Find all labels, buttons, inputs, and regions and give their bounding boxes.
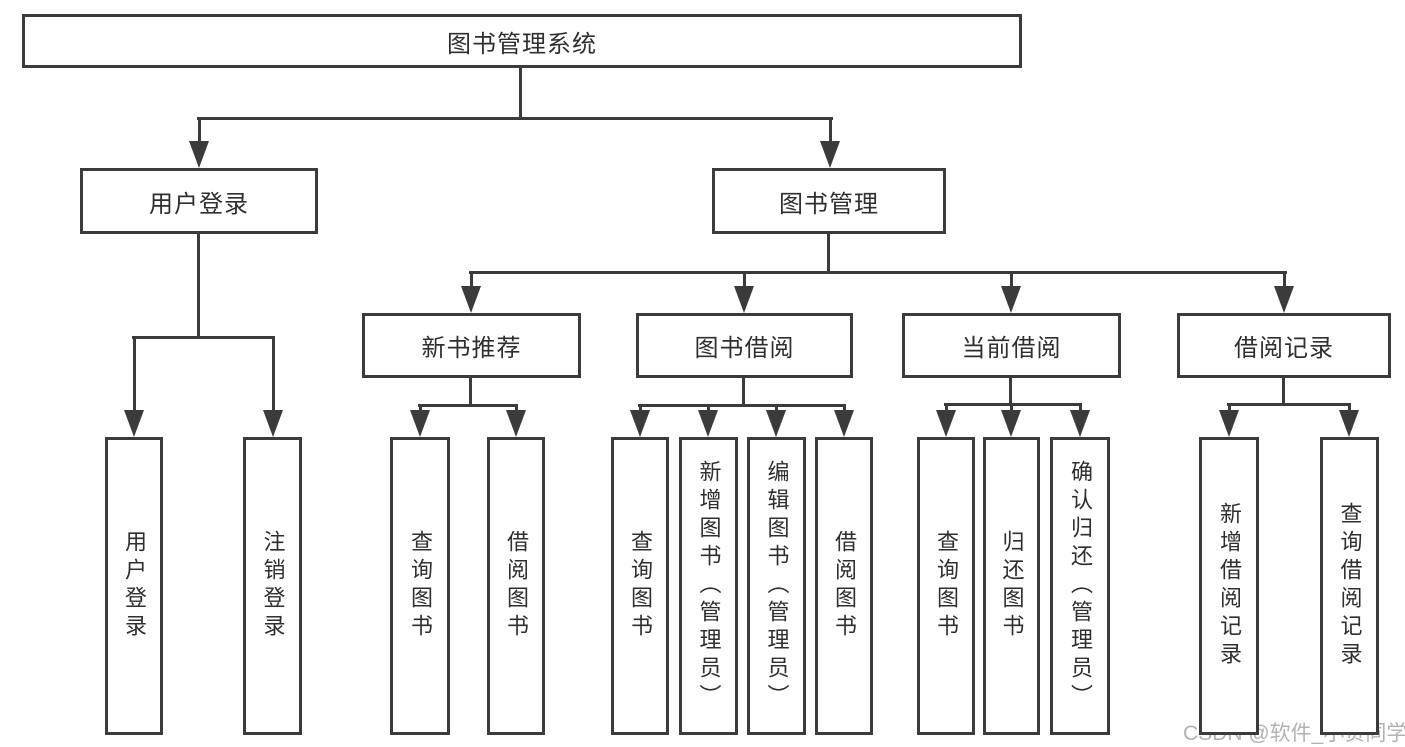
node-label: 图书借阅 bbox=[694, 335, 795, 362]
node-label: 借阅图书 bbox=[504, 530, 529, 642]
node-logout-leaf: 注销登录 bbox=[243, 437, 302, 735]
arrowhead-down-icon bbox=[734, 272, 754, 313]
node-current-borrowing: 当前借阅 bbox=[902, 313, 1121, 378]
node-label: 查询图书 bbox=[408, 530, 433, 642]
node-root-system: 图书管理系统 bbox=[22, 14, 1022, 68]
node-book-management: 图书管理 bbox=[712, 168, 946, 234]
connector-line bbox=[638, 404, 846, 407]
node-add-books-admin: 新增图书（管理员） bbox=[679, 437, 738, 735]
node-user-login: 用户登录 bbox=[80, 168, 318, 234]
arrowhead-down-icon bbox=[820, 118, 840, 168]
arrowhead-down-icon bbox=[936, 404, 956, 437]
connector-line bbox=[519, 66, 522, 120]
node-new-book-recommendation: 新书推荐 bbox=[362, 313, 581, 378]
node-query-books-borrow: 查询图书 bbox=[611, 437, 669, 735]
node-add-borrow-record: 新增借阅记录 bbox=[1199, 437, 1259, 735]
connector-line bbox=[742, 376, 745, 406]
node-label: 注销登录 bbox=[260, 530, 286, 642]
node-label: 归还图书 bbox=[999, 530, 1025, 642]
node-borrow-books-leaf: 借阅图书 bbox=[815, 437, 873, 735]
arrowhead-down-icon bbox=[766, 405, 786, 437]
node-label: 图书管理系统 bbox=[447, 30, 597, 58]
node-borrowing-records: 借阅记录 bbox=[1177, 313, 1391, 378]
arrowhead-down-icon bbox=[1001, 404, 1021, 437]
node-label: 编辑图书（管理员） bbox=[764, 460, 790, 712]
node-return-books: 归还图书 bbox=[983, 437, 1040, 735]
node-label: 用户登录 bbox=[122, 530, 147, 642]
arrowhead-down-icon bbox=[263, 337, 283, 437]
node-label: 新增借阅记录 bbox=[1217, 502, 1242, 670]
arrowhead-down-icon bbox=[630, 405, 650, 437]
connector-line bbox=[944, 403, 1082, 406]
node-label: 借阅图书 bbox=[832, 530, 857, 642]
arrowhead-down-icon bbox=[461, 272, 481, 313]
node-label: 用户登录 bbox=[149, 190, 249, 218]
arrowhead-down-icon bbox=[189, 118, 209, 168]
arrowhead-down-icon bbox=[834, 405, 854, 437]
node-label: 查询图书 bbox=[934, 530, 959, 642]
connector-line bbox=[132, 336, 275, 339]
connector-line bbox=[1227, 403, 1351, 406]
node-label: 图书管理 bbox=[779, 190, 879, 218]
arrowhead-down-icon bbox=[1339, 404, 1359, 437]
connector-line bbox=[418, 404, 518, 407]
arrowhead-down-icon bbox=[698, 405, 718, 437]
arrowhead-down-icon bbox=[1219, 404, 1239, 437]
arrowhead-down-icon bbox=[124, 337, 144, 437]
node-label: 借阅记录 bbox=[1234, 335, 1334, 362]
connector-line bbox=[1282, 376, 1285, 405]
arrowhead-down-icon bbox=[506, 405, 526, 437]
node-edit-books-admin: 编辑图书（管理员） bbox=[747, 437, 806, 735]
node-query-books-current: 查询图书 bbox=[917, 437, 975, 735]
arrowhead-down-icon bbox=[1070, 404, 1090, 437]
node-borrow-books-recommend: 借阅图书 bbox=[487, 437, 545, 735]
node-label: 确认归还（管理员） bbox=[1068, 460, 1093, 712]
arrowhead-down-icon bbox=[410, 405, 430, 437]
connector-line bbox=[469, 271, 1287, 274]
connector-line bbox=[1009, 376, 1012, 405]
node-label: 查询借阅记录 bbox=[1337, 502, 1363, 670]
node-book-borrowing: 图书借阅 bbox=[636, 313, 853, 378]
arrowhead-down-icon bbox=[1274, 272, 1294, 313]
node-query-borrow-record: 查询借阅记录 bbox=[1320, 437, 1379, 735]
node-label: 查询图书 bbox=[628, 530, 653, 642]
node-query-books-recommend: 查询图书 bbox=[390, 437, 450, 735]
node-label: 新增图书（管理员） bbox=[696, 460, 722, 712]
connector-line bbox=[197, 117, 833, 120]
connector-line bbox=[197, 232, 200, 338]
node-confirm-return-admin: 确认归还（管理员） bbox=[1050, 437, 1110, 735]
arrowhead-down-icon bbox=[1001, 272, 1021, 313]
node-label: 当前借阅 bbox=[961, 335, 1062, 362]
connector-line bbox=[827, 232, 830, 273]
connector-line bbox=[469, 376, 472, 406]
node-user-login-leaf: 用户登录 bbox=[105, 437, 163, 735]
node-label: 新书推荐 bbox=[421, 335, 522, 362]
